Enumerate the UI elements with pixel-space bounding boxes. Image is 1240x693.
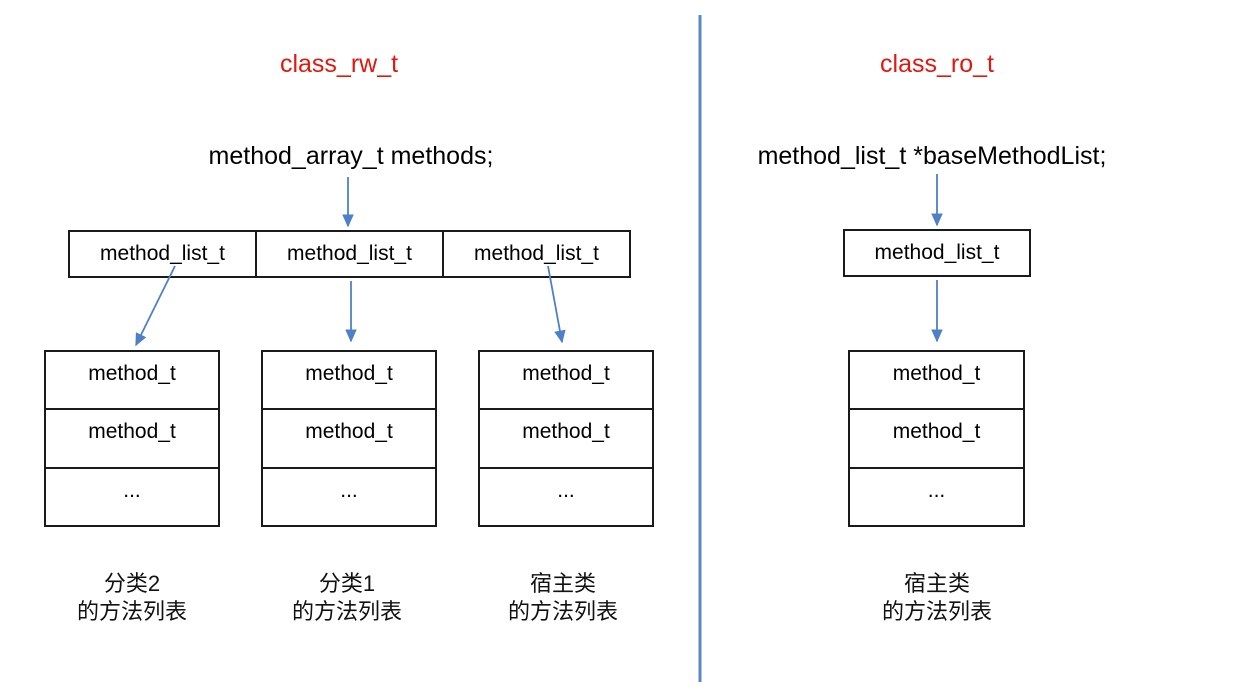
- ellipsis-row: ...: [263, 466, 435, 525]
- caption-line: 宿主类: [903, 571, 970, 596]
- caption-category2: 分类2 的方法列表: [52, 570, 212, 626]
- caption-line: 的方法列表: [881, 599, 992, 624]
- caption-line: 宿主类: [529, 571, 596, 596]
- caption-line: 的方法列表: [507, 599, 618, 624]
- method-list-cell: method_list_t: [442, 232, 629, 276]
- method-list-stack-category2: method_t method_t ...: [44, 350, 220, 527]
- method-t-row: method_t: [88, 362, 176, 386]
- ellipsis-row: ...: [480, 466, 652, 525]
- caption-category1: 分类1 的方法列表: [267, 570, 427, 626]
- method-t-row: method_t: [522, 362, 610, 386]
- method-t-row: method_t: [480, 408, 652, 466]
- ellipsis-row: ...: [46, 466, 218, 525]
- methods-declaration: method_array_t methods;: [208, 142, 494, 170]
- ellipsis-row: ...: [850, 466, 1023, 525]
- caption-line: 的方法列表: [291, 599, 402, 624]
- method-t-row: method_t: [892, 362, 981, 386]
- base-method-list-declaration: method_list_t *baseMethodList;: [757, 142, 1107, 170]
- caption-host-class: 宿主类 的方法列表: [483, 570, 643, 626]
- caption-line: 的方法列表: [76, 599, 187, 624]
- method-t-row: method_t: [46, 408, 218, 466]
- method-list-stack-host-right: method_t method_t ...: [848, 350, 1025, 527]
- class-ro-t-title: class_ro_t: [880, 50, 994, 78]
- base-method-list-box: method_list_t: [843, 229, 1031, 277]
- caption-line: 分类2: [103, 571, 161, 596]
- method-t-row: method_t: [850, 408, 1023, 466]
- method-list-stack-host: method_t method_t ...: [478, 350, 654, 527]
- method-list-cell: method_list_t: [100, 242, 225, 265]
- method-t-row: method_t: [263, 408, 435, 466]
- method-list-stack-category1: method_t method_t ...: [261, 350, 437, 527]
- method-t-row: method_t: [305, 362, 393, 386]
- method-list-cell: method_list_t: [255, 232, 442, 276]
- method-array-box: method_list_t method_list_t method_list_…: [68, 230, 631, 278]
- caption-host-class-right: 宿主类 的方法列表: [857, 570, 1017, 626]
- caption-line: 分类1: [318, 571, 376, 596]
- class-rw-t-title: class_rw_t: [279, 50, 399, 78]
